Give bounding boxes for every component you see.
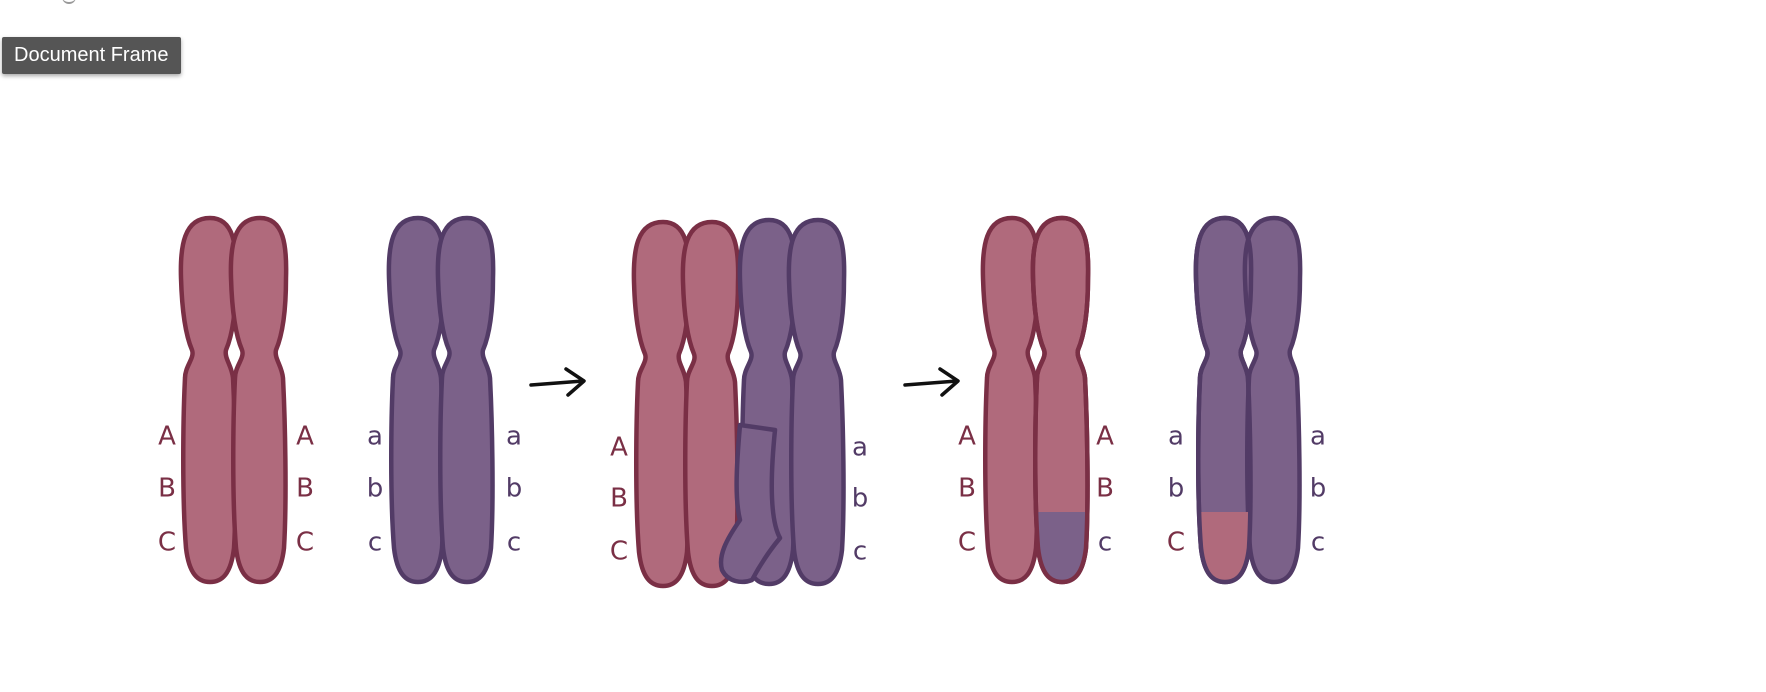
allele-label: A bbox=[610, 433, 628, 463]
purple-chromatid-right bbox=[438, 218, 493, 582]
red-chromatid-left bbox=[181, 218, 236, 582]
allele-label: C bbox=[158, 528, 176, 558]
recombinant-purple-chromosome bbox=[1190, 218, 1300, 592]
allele-label: c bbox=[507, 528, 521, 558]
allele-label: A bbox=[296, 422, 314, 452]
allele-label: A bbox=[958, 422, 976, 452]
document-frame-tooltip: Document Frame bbox=[2, 37, 181, 74]
allele-label: c bbox=[368, 528, 382, 558]
allele-label: B bbox=[296, 474, 314, 504]
allele-label: b bbox=[852, 484, 869, 514]
allele-label: a bbox=[1310, 422, 1326, 452]
allele-label: B bbox=[958, 474, 976, 504]
allele-label: C bbox=[296, 528, 314, 558]
allele-label: B bbox=[610, 484, 628, 514]
allele-label: C bbox=[958, 528, 976, 558]
allele-label: b bbox=[367, 474, 384, 504]
allele-label: a bbox=[852, 433, 868, 463]
purple-chromatid-right bbox=[789, 220, 844, 584]
crossing-over-pair bbox=[634, 220, 844, 586]
allele-label: b bbox=[1168, 474, 1185, 504]
window-corner-mark bbox=[62, 0, 76, 4]
arrow-right-icon bbox=[529, 367, 586, 397]
arrow-right-icon bbox=[903, 367, 960, 397]
allele-label: a bbox=[1168, 422, 1184, 452]
allele-label: C bbox=[1167, 528, 1185, 558]
allele-label: B bbox=[1096, 474, 1114, 504]
allele-label: b bbox=[1310, 474, 1327, 504]
allele-label: c bbox=[853, 537, 867, 567]
recombinant-red-chromosome bbox=[983, 218, 1100, 592]
allele-label: A bbox=[1096, 422, 1114, 452]
red-chromatid-left bbox=[983, 218, 1038, 582]
red-chromosome bbox=[181, 218, 286, 582]
allele-label: a bbox=[367, 422, 383, 452]
allele-label: c bbox=[1311, 528, 1325, 558]
allele-label: a bbox=[506, 422, 522, 452]
purple-chromosome bbox=[389, 218, 493, 582]
allele-label: b bbox=[506, 474, 523, 504]
allele-label: C bbox=[610, 537, 628, 567]
allele-label: c bbox=[1098, 528, 1112, 558]
red-chromatid-right bbox=[231, 218, 286, 582]
allele-label: B bbox=[158, 474, 176, 504]
crossover-chiasma bbox=[718, 422, 783, 585]
allele-label: A bbox=[158, 422, 176, 452]
